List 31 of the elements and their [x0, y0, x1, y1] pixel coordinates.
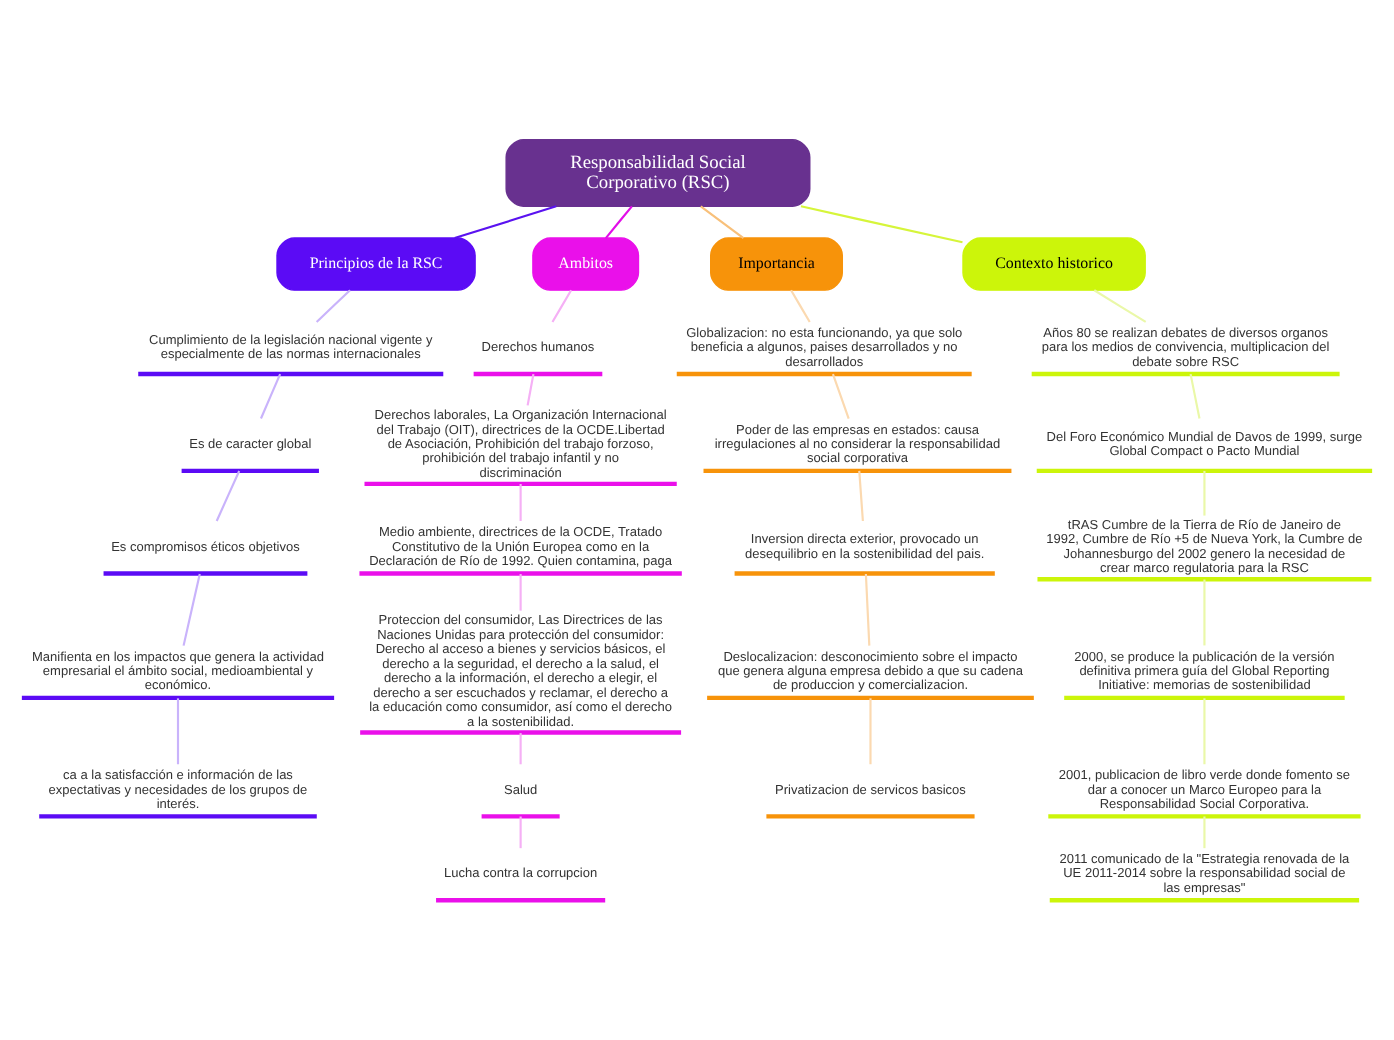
connector	[182, 573, 201, 646]
connector	[176, 698, 180, 765]
node-box: Responsabilidad Social Corporativo (RSC)	[505, 139, 811, 207]
node-box: Contexto historico	[962, 237, 1146, 291]
connector	[215, 470, 241, 522]
connector	[700, 205, 745, 239]
connector	[864, 574, 871, 646]
connector	[551, 289, 573, 323]
connector	[1189, 373, 1201, 419]
connector	[519, 574, 522, 611]
connector	[1203, 816, 1206, 849]
connector	[790, 289, 811, 323]
connector	[526, 373, 535, 406]
connector	[1203, 579, 1206, 646]
connector	[519, 816, 522, 849]
connector	[800, 205, 963, 244]
connector	[519, 484, 522, 521]
connector	[519, 733, 522, 765]
connector	[1093, 289, 1147, 323]
connector	[315, 289, 351, 323]
connector	[260, 373, 282, 419]
node-box: Importancia	[710, 237, 843, 291]
connector	[869, 698, 872, 765]
connector	[1203, 470, 1206, 516]
connector	[858, 470, 864, 522]
node-box: Principios de la RSC	[276, 237, 476, 291]
connector	[454, 205, 557, 240]
connector	[1203, 698, 1206, 765]
connector	[605, 205, 633, 239]
connector	[831, 373, 850, 419]
node-box: Ambitos	[532, 237, 640, 291]
